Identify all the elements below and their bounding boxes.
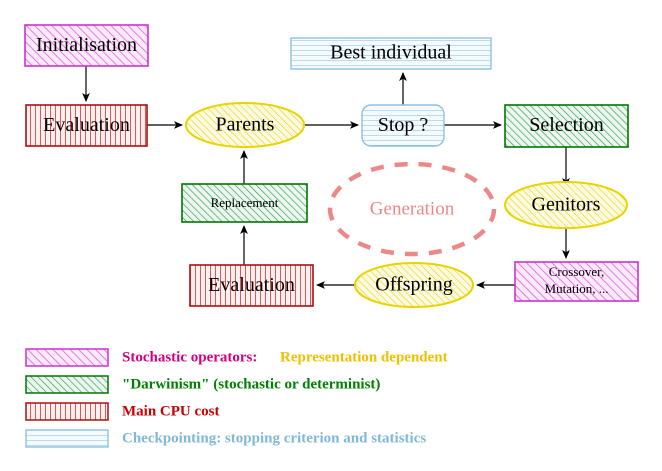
node-genitors-label: Genitors — [532, 194, 601, 216]
node-genitors[interactable]: Genitors — [504, 181, 628, 229]
node-initialisation-label: Initialisation — [36, 34, 137, 56]
legend-item-darwinism: "Darwinism" (stochastic or determinist) — [25, 375, 380, 394]
legend-label-stochastic: Stochastic operators: — [122, 349, 257, 365]
node-replacement-label: Replacement — [211, 195, 279, 210]
node-parents[interactable]: Parents — [185, 102, 305, 148]
node-best-individual-label: Best individual — [330, 42, 452, 64]
node-replacement[interactable]: Replacement — [181, 183, 308, 223]
node-offspring-label: Offspring — [375, 274, 452, 296]
node-evaluation-top[interactable]: Evaluation — [25, 104, 148, 147]
node-offspring[interactable]: Offspring — [354, 262, 474, 308]
node-initialisation[interactable]: Initialisation — [24, 24, 149, 67]
node-crossover-mutation[interactable]: Crossover, Mutation, ... — [514, 261, 639, 302]
legend-item-cpu-cost: Main CPU cost — [25, 402, 220, 421]
node-evaluation-top-label: Evaluation — [43, 114, 130, 136]
node-best-individual[interactable]: Best individual — [290, 37, 492, 70]
edge-group — [82, 66, 570, 289]
node-evaluation-bottom[interactable]: Evaluation — [189, 264, 314, 307]
legend-swatch-red — [25, 402, 109, 421]
node-generation: Generation — [327, 161, 497, 257]
node-crossover-mutation-label-line2: Mutation, ... — [545, 281, 609, 296]
legend-swatch-green — [25, 375, 109, 394]
legend-label-checkpointing: Checkpointing: stopping criterion and st… — [122, 430, 426, 446]
node-stop-label: Stop ? — [378, 114, 429, 136]
node-selection-label: Selection — [529, 114, 603, 136]
node-evaluation-bottom-label: Evaluation — [208, 274, 295, 296]
node-parents-label: Parents — [216, 114, 275, 136]
node-crossover-mutation-label-line1: Crossover, — [549, 264, 604, 279]
legend-label-cpu-cost: Main CPU cost — [122, 403, 220, 419]
legend-label-darwinism: "Darwinism" (stochastic or determinist) — [122, 376, 380, 392]
node-selection[interactable]: Selection — [504, 104, 629, 148]
legend: Stochastic operators: Representation dep… — [25, 348, 448, 448]
legend-label-representation-dependent: Representation dependent — [280, 349, 448, 365]
legend-item-checkpointing: Checkpointing: stopping criterion and st… — [25, 429, 426, 448]
legend-item-stochastic: Stochastic operators: Representation dep… — [25, 348, 448, 367]
legend-swatch-blue — [25, 429, 109, 448]
legend-swatch-magenta — [25, 348, 109, 367]
node-stop[interactable]: Stop ? — [361, 104, 445, 147]
node-generation-label: Generation — [370, 198, 455, 219]
